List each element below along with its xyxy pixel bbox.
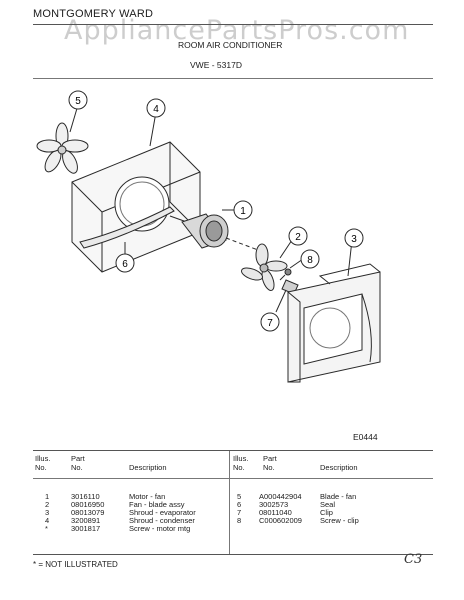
clip-screw-drawing bbox=[279, 268, 292, 281]
table-cell: A000442904 bbox=[259, 492, 302, 501]
table-cell: 08016950 bbox=[71, 500, 105, 509]
callout-label: 5 bbox=[75, 96, 81, 107]
table-cell: 3001817 bbox=[71, 524, 101, 533]
header-part-no-right: Part No. bbox=[263, 454, 277, 472]
header-rule-lower bbox=[33, 78, 433, 79]
left-illus-column: 1 2 3 4 * bbox=[45, 493, 49, 533]
callout-3: 3 bbox=[344, 228, 364, 248]
table-cell: Shroud - evaporator bbox=[129, 508, 196, 517]
header-illus-no: Illus. No. bbox=[35, 454, 51, 472]
table-cell: 8 bbox=[237, 516, 242, 525]
watermark: AppliancePartsPros.com bbox=[64, 15, 410, 46]
callout-5: 5 bbox=[68, 90, 88, 110]
callout-4: 4 bbox=[146, 98, 166, 118]
callout-1: 1 bbox=[233, 200, 253, 220]
callout-label: 1 bbox=[240, 206, 246, 217]
table-cell: Clip bbox=[320, 508, 333, 517]
callout-label: 8 bbox=[307, 255, 313, 266]
table-cell: 3200891 bbox=[71, 516, 101, 525]
evaporator-blade-drawing bbox=[241, 243, 288, 291]
callout-label: 6 bbox=[122, 259, 128, 270]
condenser-shroud-drawing bbox=[71, 141, 201, 273]
table-cell: Shroud - condenser bbox=[129, 516, 195, 525]
table-cell: 7 bbox=[237, 508, 242, 517]
header-part-no: Part No. bbox=[71, 454, 85, 472]
table-cell: Motor - fan bbox=[129, 492, 166, 501]
evaporator-shroud-drawing bbox=[287, 263, 381, 383]
table-cell: 6 bbox=[237, 500, 242, 509]
callout-6: 6 bbox=[115, 253, 135, 273]
table-column-divider bbox=[229, 451, 230, 554]
table-cell: Screw - motor mtg bbox=[129, 524, 191, 533]
callout-label: 4 bbox=[153, 104, 159, 115]
callout-8: 8 bbox=[300, 249, 320, 269]
table-cell: 3 bbox=[45, 508, 50, 517]
fan-motor-drawing bbox=[169, 213, 267, 254]
table-cell: 2 bbox=[45, 500, 50, 509]
fan-blade-drawing bbox=[36, 122, 89, 174]
callout-label: 3 bbox=[351, 234, 357, 245]
exploded-parts-diagram: 5 4 1 2 3 8 6 7 bbox=[36, 90, 381, 383]
page-mark: C3 bbox=[404, 552, 423, 567]
left-desc-column: Motor - fan Fan - blade assy Shroud - ev… bbox=[129, 493, 196, 533]
table-header-rule bbox=[33, 478, 433, 479]
header-description: Description bbox=[129, 463, 167, 472]
header-rule bbox=[33, 24, 433, 25]
table-cell: C000602009 bbox=[259, 516, 302, 525]
table-cell: 1 bbox=[45, 492, 50, 501]
table-cell: Screw - clip bbox=[320, 516, 359, 525]
left-part-column: 3016110 08016950 08013079 3200891 300181… bbox=[71, 493, 104, 533]
table-cell: 5 bbox=[237, 492, 242, 501]
table-cell: 08011040 bbox=[259, 508, 292, 517]
right-desc-column: Blade - fan Seal Clip Screw - clip bbox=[320, 493, 359, 525]
table-cell: 08013079 bbox=[71, 508, 105, 517]
table-cell: Fan - blade assy bbox=[129, 500, 185, 509]
header-illus-no-right: Illus. No. bbox=[233, 454, 249, 472]
table-cell: 3016110 bbox=[71, 492, 100, 501]
callout-label: 7 bbox=[267, 318, 273, 329]
table-cell: 4 bbox=[45, 516, 50, 525]
document-title: ROOM AIR CONDITIONER bbox=[178, 40, 283, 50]
right-part-column: A000442904 3002573 08011040 C000602009 bbox=[259, 493, 302, 525]
table-cell: 3002573 bbox=[259, 500, 289, 509]
header-description-right: Description bbox=[320, 463, 358, 472]
callout-2: 2 bbox=[288, 226, 308, 246]
callout-label: 2 bbox=[295, 232, 301, 243]
diagram-code: E0444 bbox=[353, 432, 378, 442]
model-number: VWE - 5317D bbox=[190, 60, 242, 70]
seal-strip-drawing bbox=[79, 206, 175, 249]
parts-table: Illus. No. Part No. Description Illus. N… bbox=[33, 450, 433, 555]
table-cell: * bbox=[45, 524, 48, 533]
brand-name: MONTGOMERY WARD bbox=[33, 8, 154, 20]
table-cell: Seal bbox=[320, 500, 336, 509]
callout-7: 7 bbox=[260, 312, 280, 332]
table-cell: Blade - fan bbox=[320, 492, 357, 501]
right-illus-column: 5 6 7 8 bbox=[237, 493, 241, 525]
not-illustrated-note: * = NOT ILLUSTRATED bbox=[33, 560, 118, 569]
